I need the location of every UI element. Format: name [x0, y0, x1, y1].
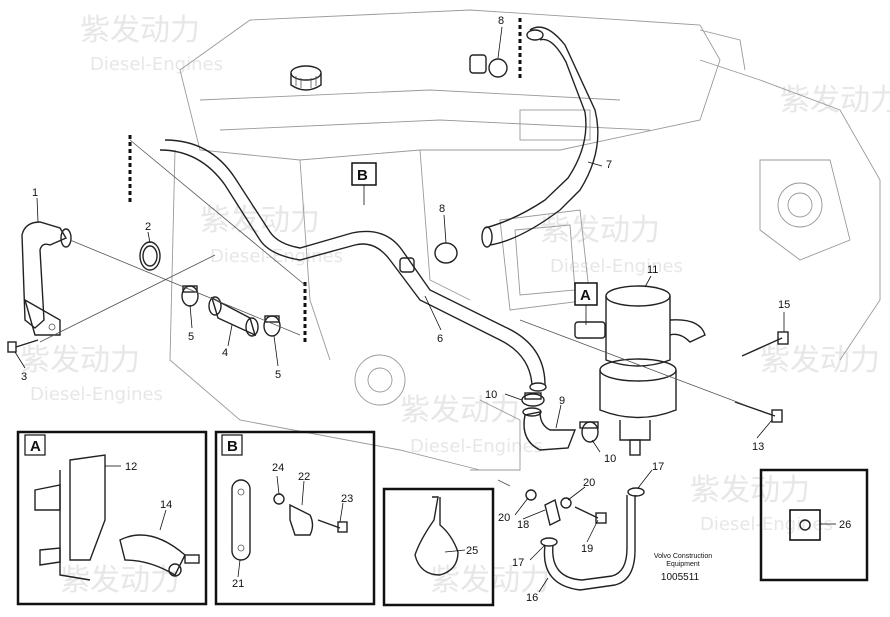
part-label-26: 26: [839, 519, 851, 531]
watermark-en-4: Diesel-Engines: [30, 384, 163, 405]
hose-7: [481, 26, 599, 248]
part-label-15: 15: [778, 299, 790, 311]
callout-a-label: A: [580, 287, 591, 304]
watermark-cn-6: 紫发动力: [20, 343, 140, 378]
detail-b-label: B: [227, 438, 238, 455]
part-4-sleeve: [208, 296, 259, 337]
part-label-5b: 5: [275, 369, 281, 381]
part-label-23: 23: [341, 493, 353, 505]
detail-box-25: [382, 487, 495, 607]
part-15-bolt: [741, 331, 789, 357]
part-label-14: 14: [160, 499, 172, 511]
engine-block-outline: [169, 9, 881, 471]
part-20-washers: [497, 479, 572, 509]
part-label-9: 9: [559, 395, 565, 407]
drawing-footer: Volvo Construction Equipment 1005511: [654, 553, 712, 583]
part-label-4: 4: [222, 347, 228, 359]
leader-lines: [14, 26, 836, 593]
footer-line-2: Equipment: [666, 561, 700, 568]
watermark-en-6: Diesel-Engines: [700, 514, 833, 535]
cut-markers: [128, 18, 522, 342]
hose-16: [543, 495, 636, 591]
part-label-20a: 20: [498, 512, 510, 524]
watermark-cn-5: 紫发动力: [760, 343, 880, 378]
part-label-18: 18: [517, 519, 529, 531]
part-13-bolt: [734, 401, 783, 423]
part-10-clamp-a: [521, 392, 545, 407]
watermark-en-1: Diesel-Engines: [90, 54, 223, 75]
part-label-5a: 5: [188, 331, 194, 343]
watermark-cn-3: 紫发动力: [200, 203, 320, 238]
part-5-clamp-left: [181, 285, 199, 307]
footer-reference-number: 1005511: [661, 572, 700, 583]
part-label-16: 16: [526, 592, 538, 604]
part-label-24: 24: [272, 462, 284, 474]
part-label-7: 7: [606, 159, 612, 171]
part-label-2: 2: [145, 221, 151, 233]
part-10-clamp-b: [579, 421, 599, 443]
part-18-fitting: [544, 498, 561, 527]
part-1-elbow: [21, 221, 72, 336]
part-label-6: 6: [437, 333, 443, 345]
part-5-clamp-right: [263, 315, 281, 337]
part-label-17a: 17: [512, 557, 524, 569]
part-label-8b: 8: [439, 203, 445, 215]
watermark-cn-9: 紫发动力: [60, 563, 180, 598]
part-label-19: 19: [581, 543, 593, 555]
part-8-clamp-top: [469, 54, 508, 78]
part-label-1: 1: [32, 187, 38, 199]
watermark-cn-2: 紫发动力: [780, 83, 890, 118]
part-label-13: 13: [752, 441, 764, 453]
watermark-cn-1: 紫发动力: [80, 13, 200, 48]
part-label-8a: 8: [498, 15, 504, 27]
part-label-25: 25: [466, 545, 478, 557]
callout-box-b: B: [351, 162, 377, 205]
watermark-cn-4: 紫发动力: [540, 213, 660, 248]
part-3-screw: [7, 339, 39, 353]
part-number-labels: 1 2 3 4 5 5 6 7 8 8 9 10 10 11 12 13 14 …: [21, 15, 851, 604]
part-17-clamp-lower: [540, 537, 558, 547]
watermark-cn-10: 紫发动力: [430, 563, 550, 598]
watermark-layer: 紫发动力 Diesel-Engines 紫发动力 紫发动力 Diesel-Eng…: [20, 13, 890, 598]
oil-filler-cap: [290, 65, 322, 91]
part-label-11: 11: [647, 264, 658, 276]
part-9-elbow: [522, 407, 577, 451]
detail-box-a: A: [16, 430, 208, 606]
part-label-10a: 10: [485, 389, 497, 401]
assembly-axis-lines: [39, 239, 301, 343]
part-label-3: 3: [21, 371, 27, 383]
hose-6: [159, 139, 547, 392]
callout-box-a: A: [574, 282, 598, 325]
part-label-10b: 10: [604, 453, 616, 465]
axis-line-13: [519, 319, 746, 406]
part-label-20b: 20: [583, 477, 595, 489]
footer-line-1: Volvo Construction: [654, 553, 712, 560]
part-19-bolt: [574, 506, 607, 524]
detail-box-b: B: [214, 430, 376, 606]
part-label-17b: 17: [652, 461, 664, 473]
watermark-en-2: Diesel-Engines: [210, 246, 343, 267]
part-label-21: 21: [232, 578, 244, 590]
part-label-22: 22: [298, 471, 310, 483]
detail-box-26: [759, 468, 869, 582]
part-label-12: 12: [125, 461, 137, 473]
watermark-en-3: Diesel-Engines: [550, 256, 683, 277]
callout-b-label: B: [357, 167, 368, 184]
watermark-en-5: Diesel-Engines: [410, 436, 543, 457]
part-2-o-ring: [139, 241, 161, 271]
part-11-separator: [574, 285, 706, 456]
detail-a-label: A: [30, 438, 41, 455]
watermark-cn-8: 紫发动力: [690, 473, 810, 508]
part-17-clamp-upper: [627, 487, 645, 497]
